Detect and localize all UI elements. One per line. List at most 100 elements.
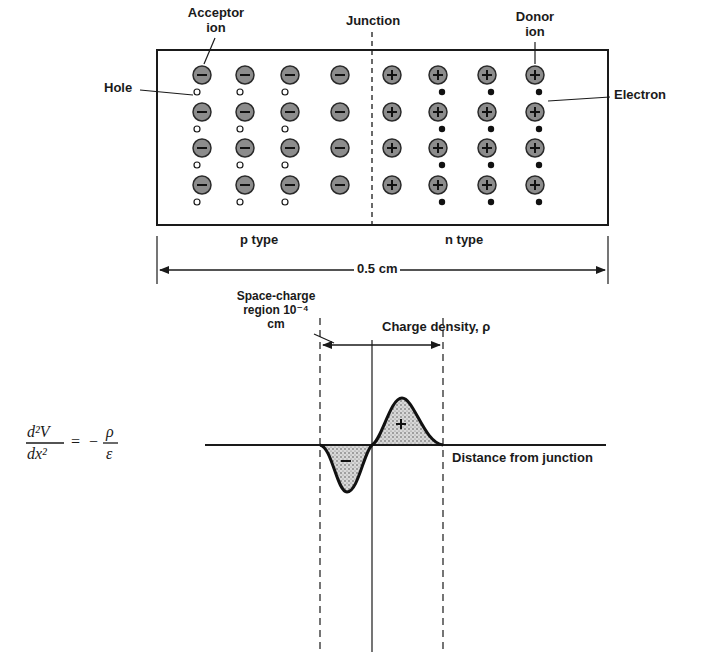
- region-boundary: [442, 318, 443, 652]
- minus-sign: [335, 74, 345, 76]
- part-label: Electron: [614, 88, 666, 103]
- equation-term: dx²: [27, 445, 47, 463]
- donor-ion: [383, 139, 401, 157]
- electron: [536, 199, 542, 205]
- axis-label: Distance from junction: [452, 451, 593, 466]
- minus-sign: [197, 184, 207, 186]
- plus-sign: [486, 107, 488, 117]
- donor-ion: [429, 139, 447, 157]
- hole: [282, 89, 288, 95]
- region-label: Space-charge region 10⁻⁴ cm: [236, 290, 316, 331]
- minus-sign: [197, 111, 207, 113]
- electron: [488, 89, 494, 95]
- plus-sign: [486, 180, 488, 190]
- fraction-bar: [26, 442, 64, 443]
- equation-term: ε: [106, 445, 112, 463]
- acceptor-ion: [281, 66, 299, 84]
- donor-ion: [429, 103, 447, 121]
- hole: [194, 199, 200, 205]
- axis-label: Charge density, ρ: [382, 320, 490, 335]
- equation-term: =: [70, 433, 81, 451]
- minus-sign: [197, 147, 207, 149]
- acceptor-ion: [281, 139, 299, 157]
- leader-line: [548, 97, 610, 101]
- extension-line: [156, 236, 157, 284]
- leader-line: [314, 334, 334, 343]
- hole: [194, 89, 200, 95]
- electron: [536, 162, 542, 168]
- width-arrow: [323, 344, 440, 345]
- acceptor-ion: [193, 176, 211, 194]
- donor-ion: [429, 66, 447, 84]
- plus-sign: [391, 70, 393, 80]
- part-label: Junction: [340, 14, 406, 29]
- equation-term: −: [88, 433, 99, 451]
- acceptor-ion: [236, 139, 254, 157]
- region-label: p type: [240, 233, 278, 248]
- donor-ion: [478, 66, 496, 84]
- hole: [282, 162, 288, 168]
- plus-sign: [391, 107, 393, 117]
- acceptor-ion: [236, 103, 254, 121]
- electron: [439, 89, 445, 95]
- minus-sign: [240, 74, 250, 76]
- hole: [194, 126, 200, 132]
- equation-term: d²V: [27, 423, 50, 441]
- plus-sign: [534, 180, 536, 190]
- acceptor-ion: [331, 103, 349, 121]
- part-label: Hole: [104, 81, 132, 96]
- crystal-bar: [157, 50, 608, 225]
- electron: [439, 199, 445, 205]
- hole: [237, 126, 243, 132]
- plus-sign: [486, 70, 488, 80]
- minus-sign: [341, 460, 351, 462]
- minus-sign: [335, 184, 345, 186]
- hole: [237, 89, 243, 95]
- minus-sign: [285, 111, 295, 113]
- plus-sign: [391, 143, 393, 153]
- donor-ion: [383, 176, 401, 194]
- plus-sign: [534, 70, 536, 80]
- minus-sign: [285, 184, 295, 186]
- minus-sign: [240, 111, 250, 113]
- donor-ion: [526, 139, 544, 157]
- hole: [194, 162, 200, 168]
- electron: [536, 89, 542, 95]
- part-label: Donor ion: [511, 10, 559, 40]
- baseline: [205, 444, 606, 446]
- acceptor-ion: [331, 139, 349, 157]
- plus-sign: [534, 143, 536, 153]
- leader-line: [534, 42, 535, 64]
- electron: [439, 126, 445, 132]
- ion-array: [193, 66, 544, 205]
- minus-sign: [335, 111, 345, 113]
- donor-ion: [478, 176, 496, 194]
- donor-ion: [478, 103, 496, 121]
- electron: [488, 126, 494, 132]
- plus-sign: [400, 419, 402, 429]
- leader-line: [140, 90, 193, 95]
- leader-line: [204, 38, 215, 64]
- hole: [282, 126, 288, 132]
- electron: [536, 126, 542, 132]
- junction-axis: [371, 340, 372, 652]
- minus-sign: [240, 184, 250, 186]
- donor-ion: [429, 176, 447, 194]
- acceptor-ion: [193, 139, 211, 157]
- hole: [237, 162, 243, 168]
- acceptor-ion: [193, 103, 211, 121]
- acceptor-ion: [193, 66, 211, 84]
- electron: [488, 162, 494, 168]
- electron: [488, 199, 494, 205]
- plus-sign: [437, 70, 439, 80]
- acceptor-ion: [236, 176, 254, 194]
- acceptor-ion: [281, 103, 299, 121]
- acceptor-ion: [331, 66, 349, 84]
- width-arrow: [323, 344, 440, 345]
- junction-line: [371, 32, 372, 225]
- plus-sign: [437, 143, 439, 153]
- minus-sign: [335, 147, 345, 149]
- donor-ion: [383, 66, 401, 84]
- donor-ion: [526, 176, 544, 194]
